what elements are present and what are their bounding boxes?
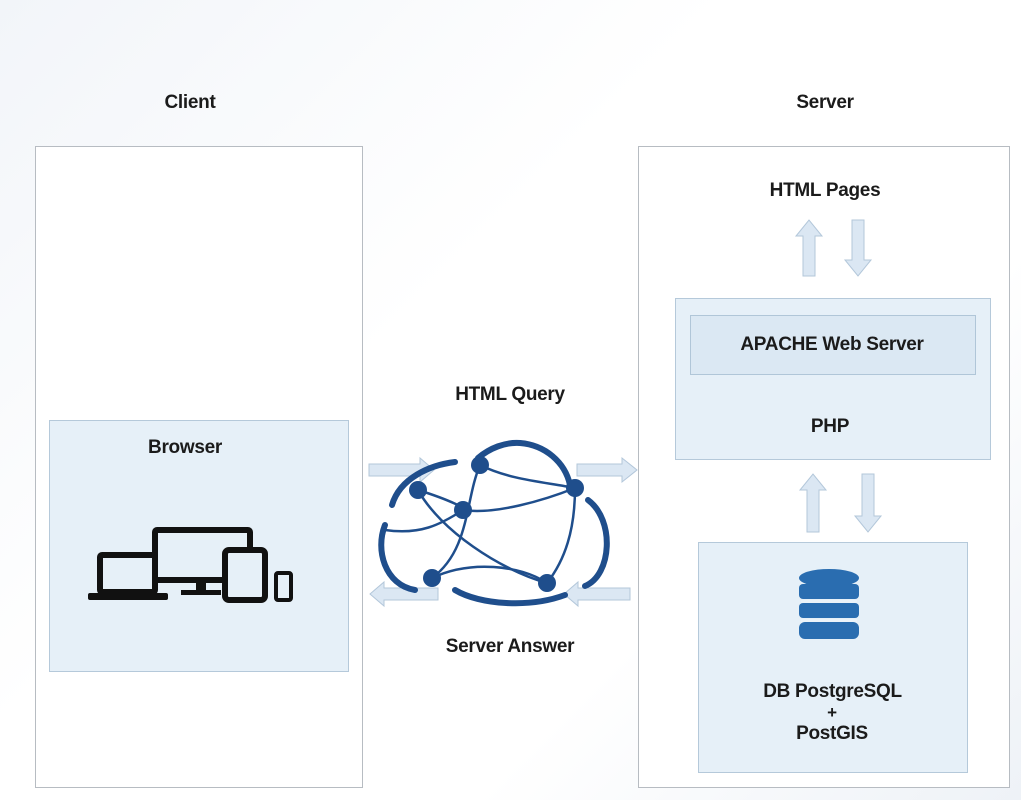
html-pages-label: HTML Pages — [769, 180, 881, 201]
server-answer-label: Server Answer — [445, 636, 575, 657]
apache-box — [690, 315, 976, 375]
network-links — [384, 463, 577, 585]
answer-arrow-in — [369, 580, 439, 608]
db-postgis-label: PostGIS — [796, 723, 868, 744]
cloud-network-icon — [378, 439, 610, 607]
query-arrow-out — [576, 456, 638, 484]
network-nodes — [409, 456, 584, 592]
html-query-label: HTML Query — [455, 384, 565, 405]
phone-icon — [274, 571, 293, 602]
laptop-icon — [88, 552, 168, 600]
tablet-icon — [222, 547, 268, 603]
client-title: Client — [164, 92, 216, 113]
apache-label: APACHE Web Server — [740, 334, 924, 355]
db-down-arrow — [853, 473, 883, 533]
pages-down-arrow — [843, 219, 873, 277]
db-up-arrow — [798, 473, 828, 533]
php-label: PHP — [810, 416, 850, 437]
server-title: Server — [796, 92, 854, 113]
answer-arrow-out — [563, 580, 631, 608]
db-name-label: DB PostgreSQL — [763, 681, 902, 702]
browser-label: Browser — [148, 437, 222, 458]
browser-box — [49, 420, 349, 672]
pages-up-arrow — [794, 219, 824, 277]
db-plus-label: + — [827, 703, 837, 722]
